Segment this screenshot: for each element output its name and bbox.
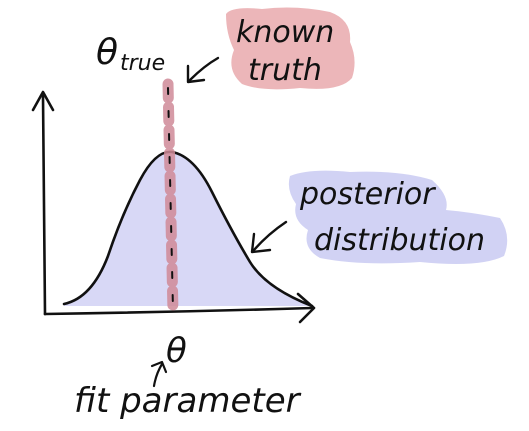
known-truth-label-line2: truth xyxy=(248,53,322,88)
theta-axis-label: θ xyxy=(166,331,187,371)
fit-parameter-arrowhead xyxy=(150,360,168,374)
x-axis xyxy=(43,306,314,316)
theta-true-symbol: θ xyxy=(96,32,118,73)
y-axis xyxy=(41,94,47,316)
posterior-curve-fill xyxy=(64,151,312,306)
posterior-label-line1: posterior xyxy=(299,177,436,212)
posterior-label-highlight xyxy=(288,170,508,264)
true-value-marker xyxy=(162,78,179,318)
y-axis-arrowhead xyxy=(31,90,55,112)
theta-true-subscript: true xyxy=(120,51,165,76)
fit-parameter-label: fit parameter xyxy=(74,381,302,421)
known-truth-highlight xyxy=(226,7,355,90)
posterior-arrow xyxy=(252,220,288,252)
x-axis-arrowhead xyxy=(296,292,316,324)
posterior-label-line2: distribution xyxy=(314,223,485,258)
known-truth-arrowhead xyxy=(186,64,206,84)
known-truth-arrow xyxy=(188,56,220,82)
known-truth-label-line1: known xyxy=(236,15,334,50)
fit-parameter-arrow xyxy=(152,362,164,388)
posterior-arrowhead xyxy=(250,232,272,254)
